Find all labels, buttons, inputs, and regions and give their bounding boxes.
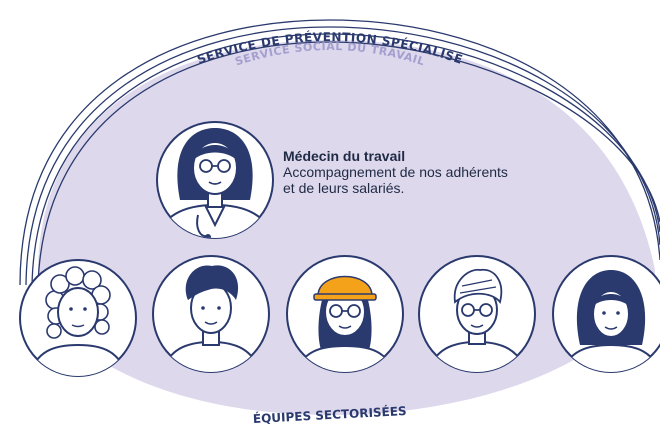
outer-arc-2 — [25, 26, 660, 286]
hard-hat-worker-icon — [292, 275, 398, 372]
outer-arc-1 — [19, 19, 660, 286]
doctor-description-line-1: Accompagnement de nos adhérents — [283, 164, 508, 180]
team-member-3-avatar — [286, 255, 404, 373]
team-member-1-avatar — [19, 259, 137, 377]
doctor-description-line-2: et de leurs salariés. — [283, 180, 405, 196]
outer-arc-3 — [31, 33, 660, 286]
doctor-role-title: Médecin du travail — [283, 148, 406, 164]
doctor-description: Médecin du travail Accompagnement de nos… — [283, 148, 573, 196]
inner-arc — [37, 41, 660, 286]
